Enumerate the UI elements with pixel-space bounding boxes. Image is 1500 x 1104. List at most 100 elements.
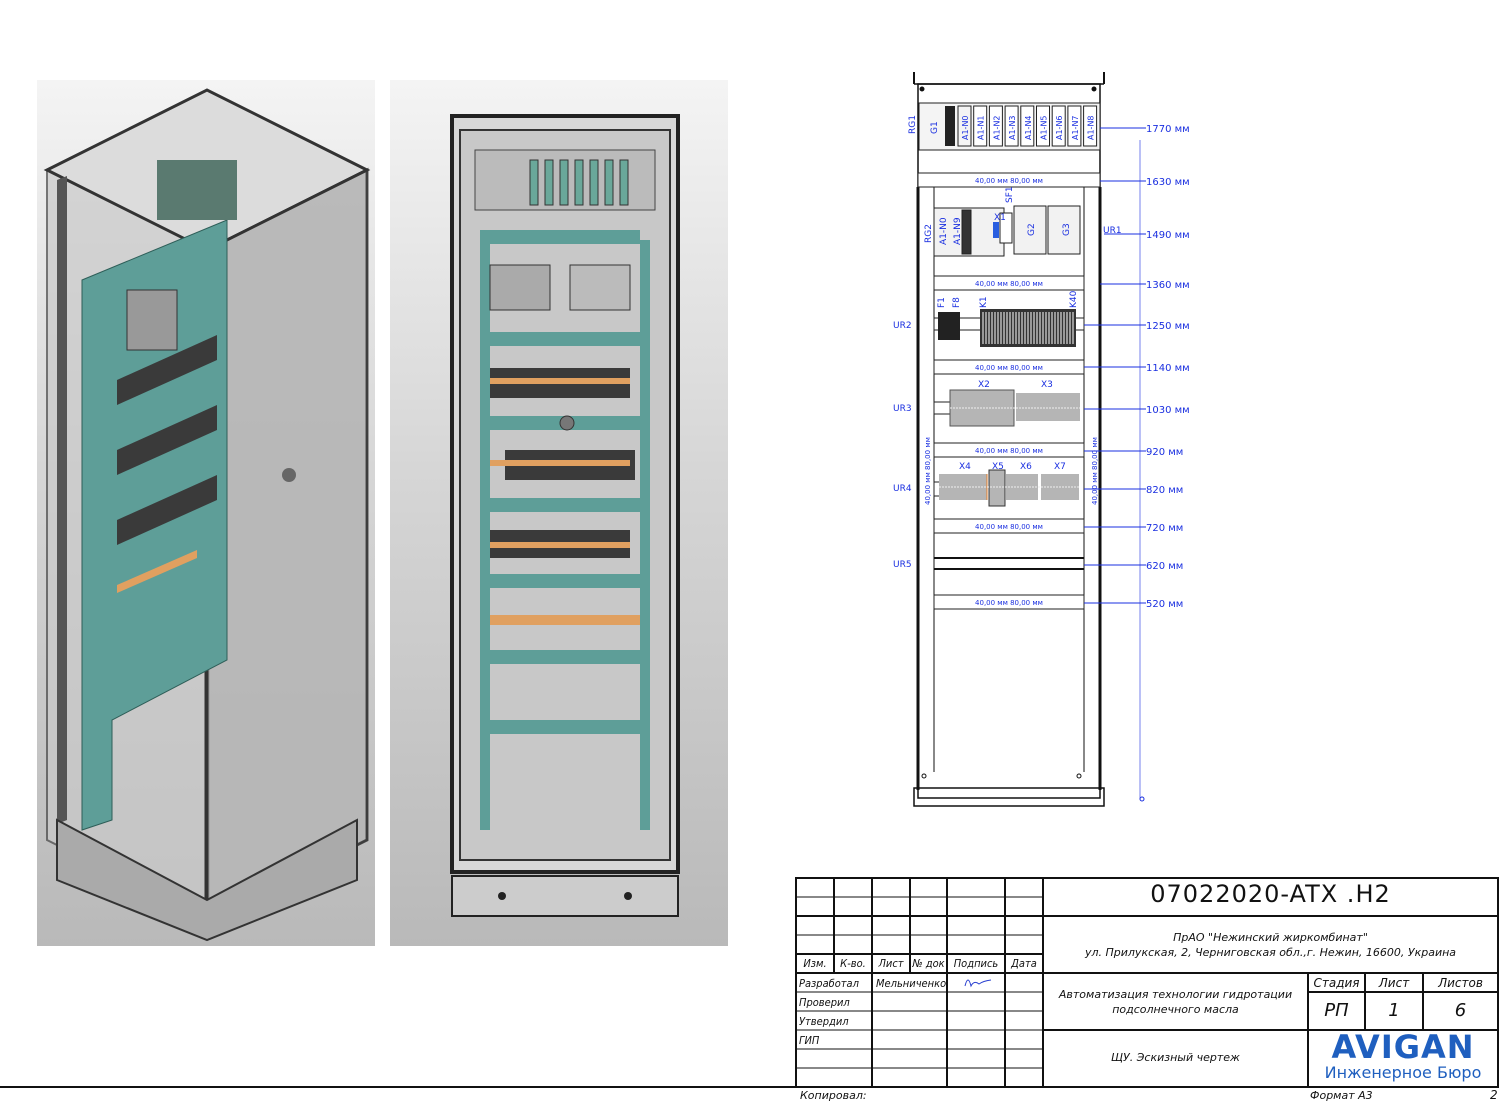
label-sf1: SF1 bbox=[1005, 186, 1015, 203]
din-rail-dimension-box bbox=[933, 594, 1085, 610]
label-g2: G2 bbox=[1027, 223, 1037, 236]
plc-module-label: A1-N4 bbox=[1024, 115, 1033, 140]
plc-module bbox=[973, 105, 988, 147]
label-x6: X6 bbox=[1020, 462, 1032, 472]
dimension-label: 1770 мм bbox=[1146, 124, 1190, 135]
role-developed: Разработал bbox=[799, 977, 859, 990]
rail-dimension-label: 40,00 мм 80,00 мм bbox=[975, 523, 1043, 531]
din-rail-dimension-box bbox=[933, 275, 1085, 291]
label-x2: X2 bbox=[978, 380, 990, 390]
format-label: Формат А3 bbox=[1310, 1089, 1373, 1102]
ur5-rail bbox=[934, 557, 1084, 570]
vertical-rail-label-right: 40,00 мм 80,00 мм bbox=[1091, 437, 1099, 505]
row2-devices bbox=[933, 205, 1081, 257]
label-g3: G3 bbox=[1062, 223, 1072, 236]
company-logo: AVIGAN Инженерное Бюро bbox=[1308, 1030, 1498, 1087]
label-ur2: UR2 bbox=[893, 321, 912, 331]
sheet-title: ЩУ. Эскизный чертеж bbox=[1111, 1051, 1240, 1064]
column-header: Подпись bbox=[953, 957, 999, 970]
stage-value: РП bbox=[1324, 1000, 1349, 1021]
sheet-label: Лист bbox=[1378, 976, 1410, 990]
label-k40: K40 bbox=[1069, 290, 1079, 308]
plc-module bbox=[957, 105, 972, 147]
plc-module-label: A1-N2 bbox=[992, 115, 1001, 140]
dimension-label: 820 мм bbox=[1146, 485, 1183, 496]
label-x1: X1 bbox=[994, 213, 1006, 223]
plc-module-label: A1-N0 bbox=[961, 115, 970, 140]
label-row2-a1-n9: A1-N9 bbox=[953, 217, 963, 245]
rail-dimension-label: 40,00 мм 80,00 мм bbox=[975, 364, 1043, 372]
column-header: Изм. bbox=[803, 957, 827, 970]
dimension-label: 1140 мм bbox=[1146, 363, 1190, 374]
plc-module bbox=[988, 105, 1003, 147]
din-rail-dimension-box bbox=[933, 442, 1085, 458]
plc-module bbox=[1004, 105, 1019, 147]
dimension-label: 920 мм bbox=[1146, 447, 1183, 458]
dimension-label: 720 мм bbox=[1146, 523, 1183, 534]
plc-module-label: A1-N5 bbox=[1040, 115, 1049, 140]
ur4-terminal-blocks bbox=[933, 469, 1079, 507]
plc-module-label: A1-N1 bbox=[977, 115, 986, 140]
label-x3: X3 bbox=[1041, 380, 1053, 390]
label-rg2: RG2 bbox=[924, 224, 934, 243]
label-f8: F8 bbox=[952, 297, 962, 308]
label-row2-a1-n0: A1-N0 bbox=[939, 217, 949, 245]
column-header: Дата bbox=[1011, 957, 1037, 970]
stage-label: Стадия bbox=[1313, 976, 1360, 990]
label-g1: G1 bbox=[930, 121, 940, 134]
plc-module-label: A1-N8 bbox=[1087, 115, 1096, 140]
dimension-label: 1490 мм bbox=[1146, 230, 1190, 241]
din-rail-dimension-box bbox=[917, 172, 1101, 188]
rail-dimension-label: 40,00 мм 80,00 мм bbox=[975, 177, 1043, 185]
sheets-value: 6 bbox=[1454, 1000, 1467, 1021]
label-ur1: UR1 bbox=[1103, 226, 1122, 236]
label-k1: K1 bbox=[979, 296, 989, 308]
label-x4: X4 bbox=[959, 462, 971, 472]
cabinet-front-drawing bbox=[450, 114, 680, 917]
logo-sub-text: Инженерное Бюро bbox=[1324, 1063, 1482, 1082]
role-approved: Утвердил bbox=[799, 1015, 849, 1028]
sheet-value: 1 bbox=[1388, 1000, 1400, 1021]
column-header: № док bbox=[912, 957, 945, 970]
cabinet-3d-front-render bbox=[390, 80, 728, 946]
cabinet-isometric-drawing bbox=[43, 88, 371, 942]
rail-dimension-label: 40,00 мм 80,00 мм bbox=[975, 280, 1043, 288]
din-rail-dimension-box bbox=[933, 518, 1085, 534]
dimension-label: 1630 мм bbox=[1146, 177, 1190, 188]
role-checked: Проверил bbox=[799, 996, 850, 1009]
column-header: К-во. bbox=[840, 957, 866, 970]
label-ur3: UR3 bbox=[893, 404, 912, 414]
rail-dimension-label: 40,00 мм 80,00 мм bbox=[975, 599, 1043, 607]
page-number: 2 bbox=[1490, 1088, 1498, 1102]
plc-module bbox=[1036, 105, 1050, 147]
cabinet-3d-isometric-render bbox=[37, 80, 375, 946]
signature bbox=[964, 979, 992, 988]
label-x7: X7 bbox=[1054, 462, 1066, 472]
role-chief-engineer: ГИП bbox=[799, 1034, 820, 1047]
ur3-terminal-blocks bbox=[933, 389, 1080, 427]
label-ur5: UR5 bbox=[893, 560, 912, 570]
dimension-origin bbox=[1139, 796, 1145, 802]
developer-name: Мельниченко bbox=[876, 977, 947, 990]
plc-module-label: A1-N6 bbox=[1055, 115, 1064, 140]
plc-module bbox=[1083, 105, 1098, 147]
label-f1: F1 bbox=[937, 297, 947, 308]
dimension-label: 520 мм bbox=[1146, 599, 1183, 610]
row3-terminals bbox=[933, 309, 1085, 347]
logo-main-text: AVIGAN bbox=[1331, 1028, 1475, 1066]
plc-module bbox=[1020, 105, 1035, 147]
project-title-line2: подсолнечного масла bbox=[1112, 1003, 1239, 1016]
customer-name: ПрАО "Нежинский жиркомбинат" bbox=[1173, 931, 1368, 944]
label-rg1: RG1 bbox=[908, 115, 918, 134]
label-x5: X5 bbox=[992, 462, 1004, 472]
customer-address: ул. Прилукская, 2, Черниговская обл.,г. … bbox=[1084, 946, 1457, 959]
dimension-label: 620 мм bbox=[1146, 561, 1183, 572]
label-ur4: UR4 bbox=[893, 484, 912, 494]
plc-module-label: A1-N7 bbox=[1071, 115, 1080, 140]
title-block-grid bbox=[0, 877, 1499, 1088]
plc-module bbox=[1067, 105, 1082, 147]
plc-module bbox=[1051, 105, 1066, 147]
vertical-rail-label-left: 40,00 мм 80,00 мм bbox=[924, 437, 932, 505]
copied-label: Копировал: bbox=[800, 1089, 867, 1102]
